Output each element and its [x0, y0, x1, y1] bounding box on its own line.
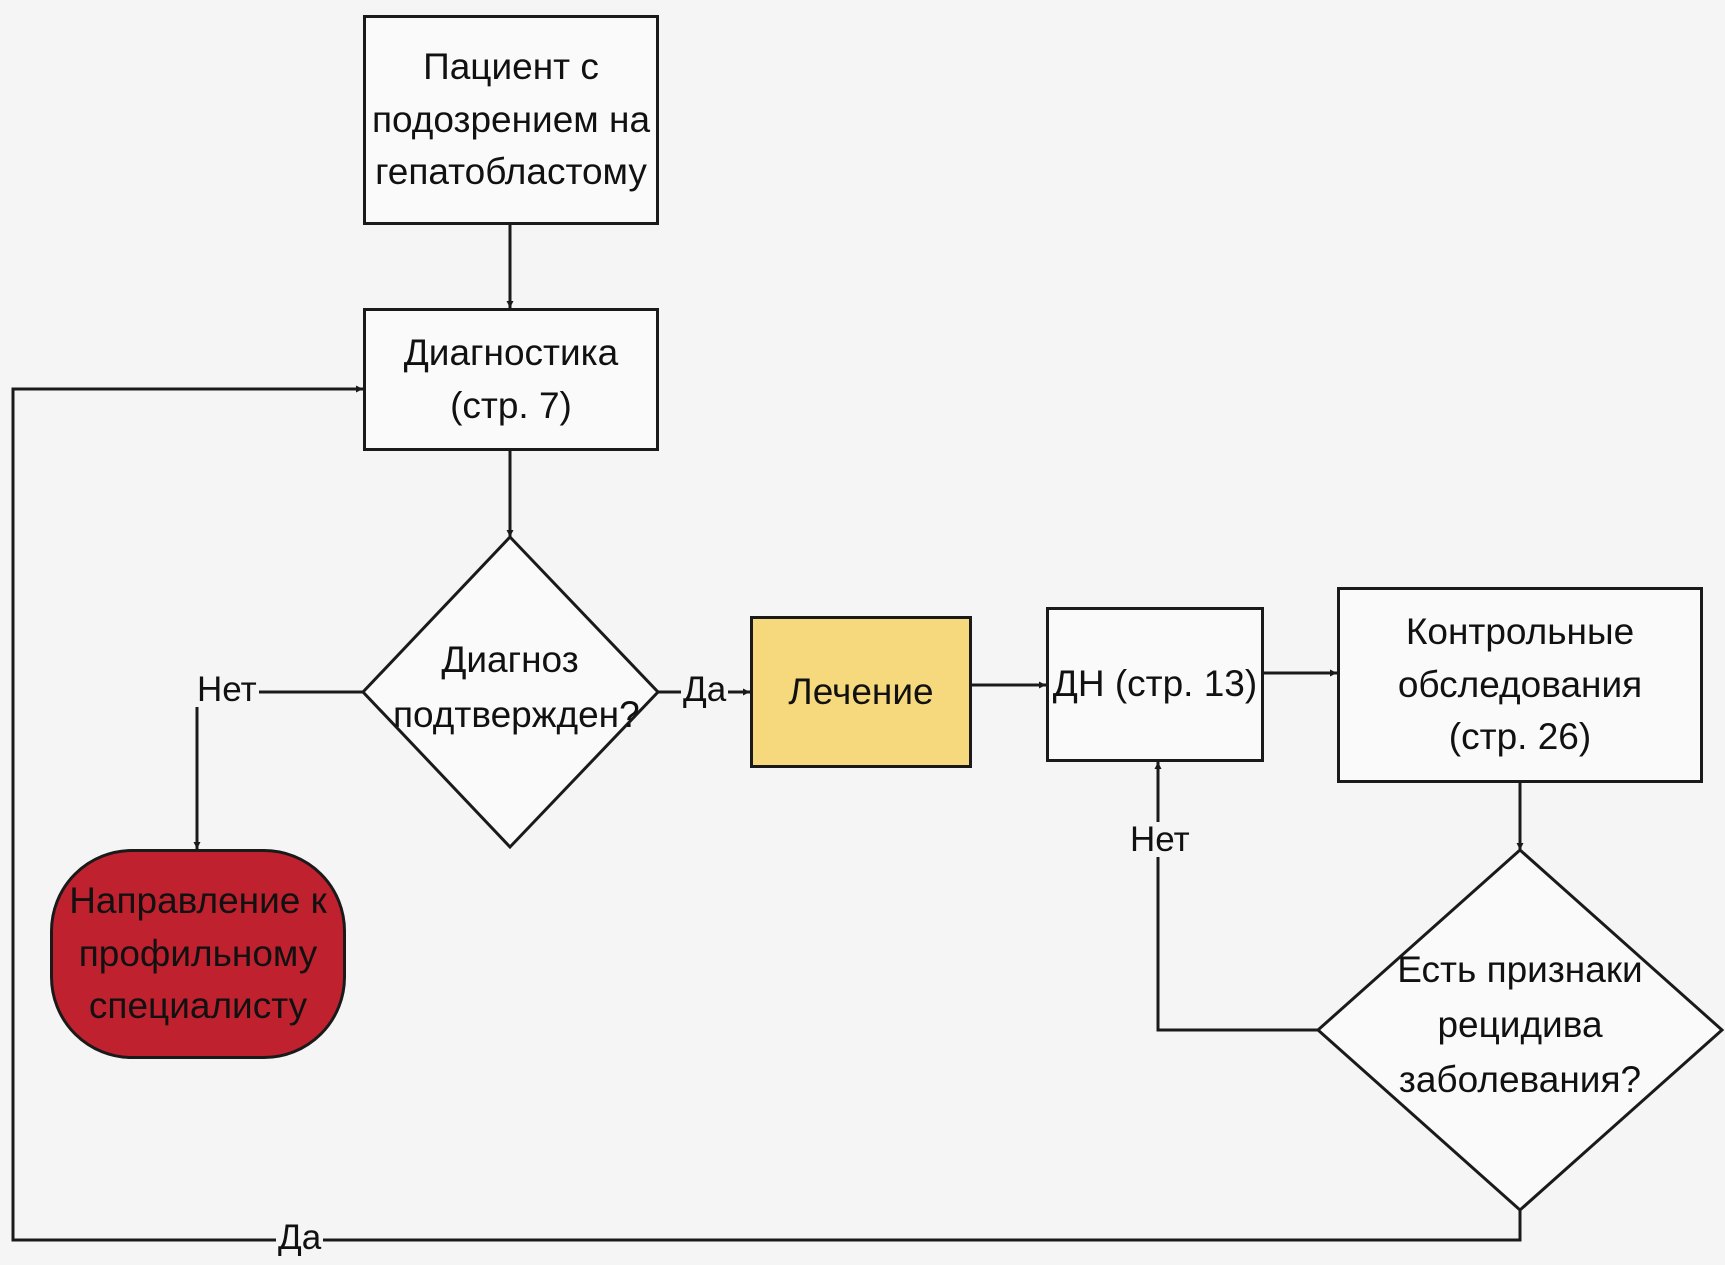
decision-confirm-text: Диагноз подтвержден?: [393, 639, 640, 735]
decision-relapse-text: Есть признаки рецидива заболевания?: [1397, 949, 1643, 1100]
label-yes-relapse: Да: [276, 1218, 324, 1257]
label-no-confirm: Нет: [195, 670, 259, 709]
node-control-exams: Контрольные обследования (стр. 26): [1337, 587, 1703, 783]
arrow-relapse-no-to-dn: [1154, 762, 1318, 1032]
node-treatment: Лечение: [750, 616, 972, 768]
label-no-relapse: Нет: [1128, 820, 1192, 859]
label-yes-confirm: Да: [681, 670, 729, 709]
arrow-decision-no-to-referral: [193, 690, 363, 849]
node-referral: Направление к профильному специалисту: [50, 849, 346, 1059]
decision-diamond-confirm: [360, 534, 661, 850]
node-diagnostics: Диагностика (стр. 7): [363, 308, 659, 451]
node-dn: ДН (стр. 13): [1046, 607, 1264, 762]
arrow-relapse-yes-to-diagnostics: [11, 385, 1522, 1242]
node-patient: Пациент с подозрением на гепатобластому: [363, 15, 659, 225]
